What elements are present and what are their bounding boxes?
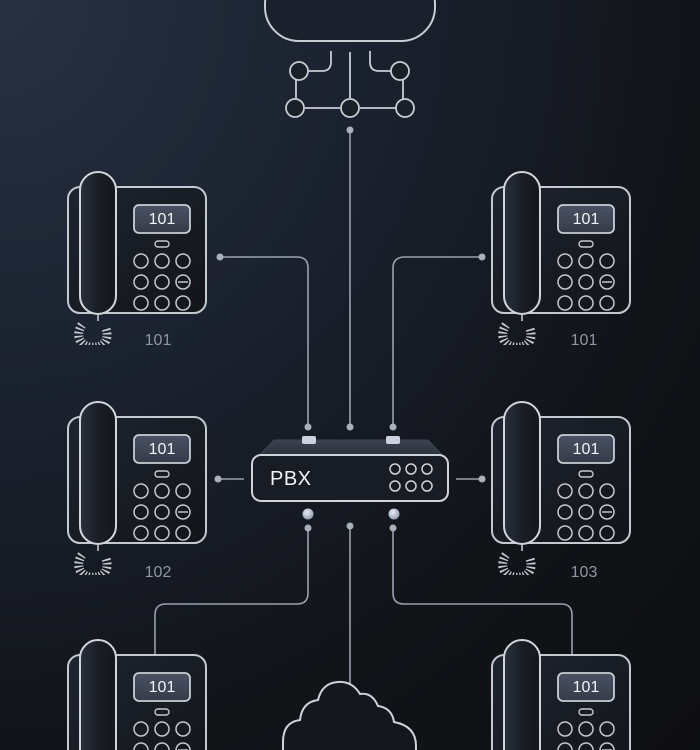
phone-screen-text: 101 [573, 441, 600, 458]
phone-extension-label: 101 [571, 332, 598, 349]
phone-screen-text: 101 [149, 441, 176, 458]
line-phone-101-to-pbx [220, 256, 309, 427]
phone-mid-right[interactable]: 101 103 [492, 402, 630, 581]
phone-bottom-left[interactable]: 101 [68, 640, 206, 750]
phone-extension-label: 103 [571, 564, 598, 581]
pbx-led-right [388, 508, 400, 520]
pbx-switch-icon[interactable]: PBX [251, 436, 449, 520]
phone-screen-text: 101 [149, 679, 176, 696]
phone-top-left[interactable]: 101 101 [68, 172, 206, 349]
cloud-network-icon[interactable] [264, 0, 436, 118]
line-pbx-to-bottom-right [392, 527, 573, 666]
phone-screen-text: 101 [573, 211, 600, 228]
phone-extension-label: 102 [145, 564, 172, 581]
line-phone-top-right-to-pbx [392, 256, 482, 427]
phone-mid-left[interactable]: 101 102 [68, 402, 206, 581]
line-pbx-to-bottom-left [154, 527, 309, 666]
pbx-port-indicators [389, 463, 433, 492]
connection-lines [154, 130, 573, 713]
pbx-label: PBX [270, 468, 312, 490]
phone-top-right[interactable]: 101 101 [492, 172, 630, 349]
phone-screen-text: 101 [573, 679, 600, 696]
phone-screen-text: 101 [149, 211, 176, 228]
cloud-icon[interactable] [282, 680, 417, 750]
phone-bottom-right[interactable]: 101 [492, 640, 630, 750]
phone-extension-label: 101 [145, 332, 172, 349]
pbx-led-left [302, 508, 314, 520]
